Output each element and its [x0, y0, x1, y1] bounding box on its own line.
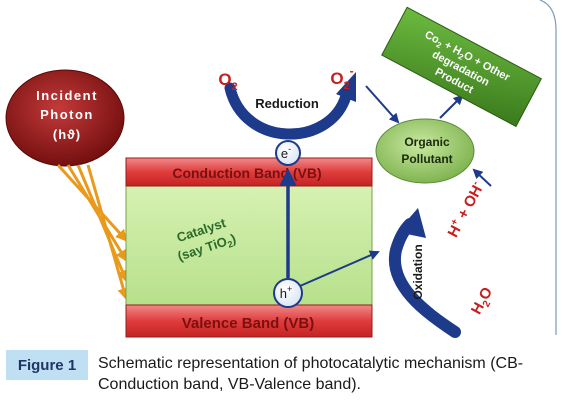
photon-label-line1: Incident: [36, 88, 98, 103]
photon-ellipse: [5, 69, 125, 167]
hydroxyl-radical: H+ + OH-: [444, 179, 488, 240]
hole-to-hydroxyl-arrow: [299, 250, 380, 287]
pollutant-label-line1: Organic: [404, 135, 450, 149]
oxidation-label: Oxidation: [411, 244, 425, 299]
photocatalysis-diagram: Incident Photon (hϑ) Conduction Band (VB…: [5, 0, 557, 338]
degradation-products: Co2 + H2O + Other degradation Product: [381, 6, 542, 128]
pollutant-ellipse: [375, 118, 475, 184]
electron-circle: [275, 140, 301, 166]
reduction-arrow: [224, 82, 352, 140]
photon-label-line2: Photon: [40, 107, 94, 122]
pollutant-to-products-arrow: [439, 94, 464, 119]
reduction-arrow-head: [336, 72, 356, 102]
hole-label: h+: [280, 284, 293, 301]
conduction-band-label: Conduction Band (VB): [172, 165, 321, 181]
hole-circle: [273, 278, 303, 308]
o2-reactant: O2: [218, 70, 237, 93]
electron: e-: [275, 140, 301, 166]
reduction-label: Reduction: [255, 96, 319, 111]
superoxide-radical: O2-: [330, 64, 353, 92]
hydroxyl-to-pollutant-arrow: [472, 168, 492, 187]
valence-band-bar: [125, 304, 373, 338]
pollutant-label-line2: Pollutant: [401, 152, 452, 166]
conduction-band: Conduction Band (VB): [125, 157, 373, 187]
oxidation-arrow-head: [397, 208, 426, 238]
superoxide-to-pollutant-arrow: [365, 85, 400, 124]
frame-border-line: [539, 0, 557, 335]
caption-text: Schematic representation of photocatalyt…: [98, 355, 524, 393]
figure-caption: Figure 1 Schematic representation of pho…: [6, 350, 556, 402]
photon-rays: [56, 163, 130, 301]
catalyst-region: [125, 179, 373, 309]
products-box: [381, 6, 542, 128]
incident-photon: Incident Photon (hϑ): [5, 69, 125, 167]
hole: h+: [273, 278, 303, 308]
electron-label: e-: [281, 144, 291, 161]
conduction-band-bar: [125, 157, 373, 187]
valence-band: Valence Band (VB): [125, 304, 373, 338]
photon-ray-4: [86, 164, 130, 301]
figure-label: Figure 1: [6, 350, 88, 380]
photon-label-line3: (hϑ): [53, 127, 81, 142]
organic-pollutant: Organic Pollutant: [375, 118, 475, 184]
photon-ray-3: [76, 164, 128, 283]
water-molecule: H2O: [468, 284, 499, 318]
valence-band-label: Valence Band (VB): [182, 315, 315, 332]
